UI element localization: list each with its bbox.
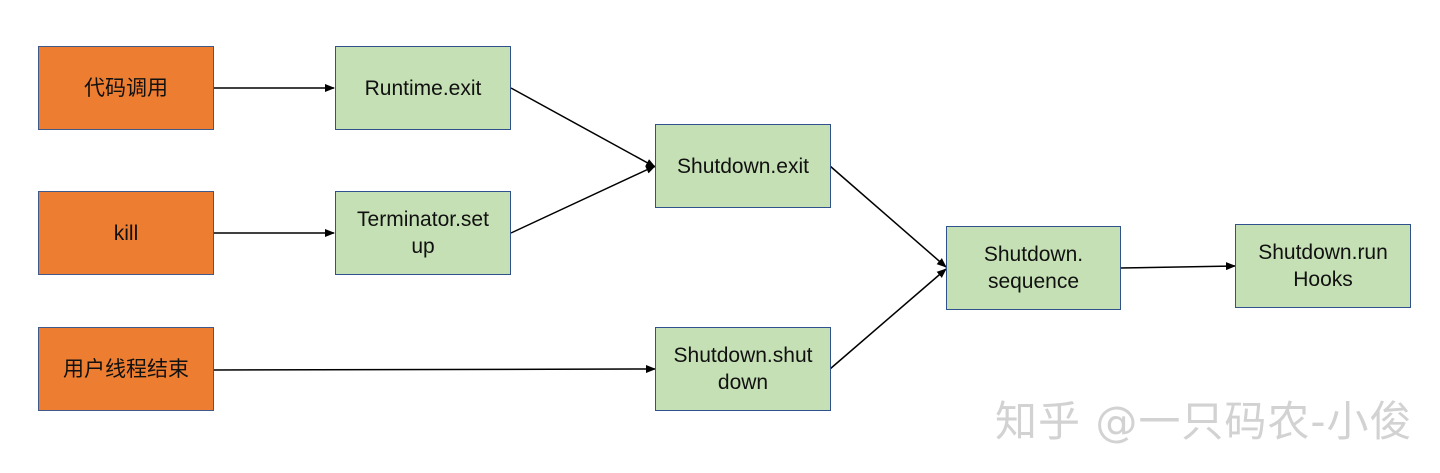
arrow-runtime-exit-to-shutdown-exit [510,87,656,168]
node-kill-label: kill [113,221,139,245]
arrow-user-thread-end-to-shutdown-shutdown [212,365,656,374]
arrow-shutdown-sequence-to-run-hooks [1119,262,1236,271]
node-user-thread-end: 用户线程结束 [38,327,214,411]
node-shutdown-run-hooks: Shutdown.run Hooks [1235,224,1411,308]
node-shutdown-shutdown: Shutdown.shut down [655,327,831,411]
node-shutdown-run-hooks-label: Shutdown.run Hooks [1258,241,1388,291]
node-shutdown-sequence-label: Shutdown. sequence [983,243,1084,293]
node-shutdown-exit: Shutdown.exit [655,124,831,208]
arrow-terminator-setup-to-shutdown-exit [510,165,656,234]
node-shutdown-sequence: Shutdown. sequence [946,226,1121,310]
watermark: 知乎 @一只码农-小俊 [995,397,1413,446]
node-code-call: 代码调用 [38,46,214,130]
node-kill: kill [38,191,214,275]
node-runtime-exit: Runtime.exit [335,46,511,130]
node-runtime-exit-label: Runtime.exit [364,76,482,100]
arrow-shutdown-exit-to-shutdown-sequence [829,165,947,268]
node-terminator-setup-label: Terminator.set up [357,208,489,258]
node-code-call-label: 代码调用 [84,76,168,100]
node-terminator-setup: Terminator.set up [335,191,511,275]
node-shutdown-exit-label: Shutdown.exit [677,154,809,178]
arrow-shutdown-shutdown-to-shutdown-sequence [829,268,947,370]
node-user-thread-end-label: 用户线程结束 [63,357,189,381]
node-shutdown-shutdown-label: Shutdown.shut down [673,344,813,394]
